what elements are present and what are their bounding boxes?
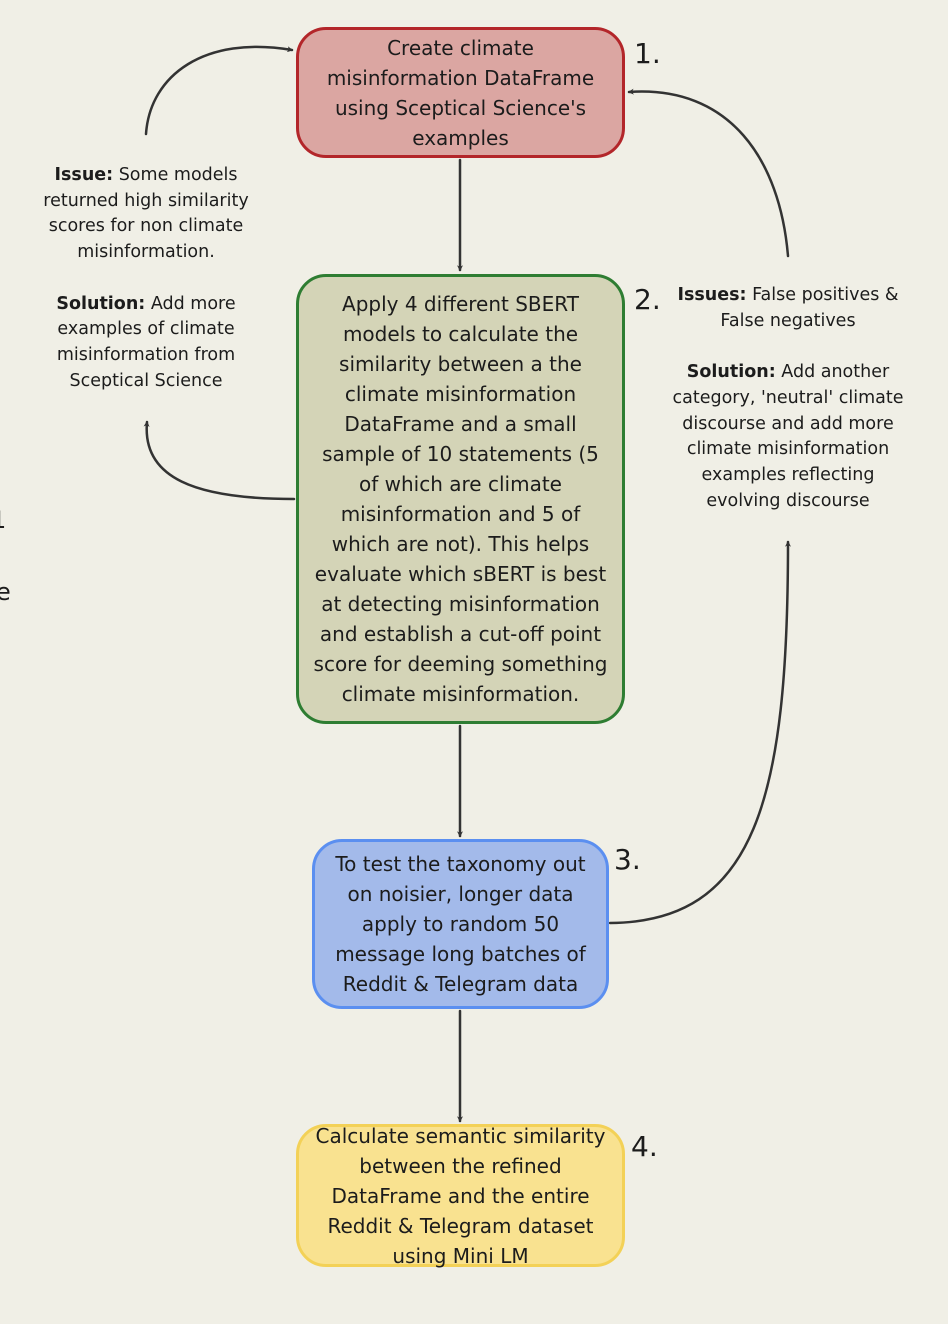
step-1-text: Create climate misinformation DataFrame … <box>326 35 595 150</box>
step-2-box: Apply 4 different SBERT models to calcul… <box>296 274 625 724</box>
arrow-step2-to-left-note <box>143 420 296 501</box>
right-solution-text: Add another category, 'neutral' climate … <box>672 362 904 511</box>
left-issue-text: Some models returned high similarity sco… <box>43 165 249 263</box>
right-solution-paragraph: Solution: Add another category, 'neutral… <box>672 360 904 514</box>
left-issue-paragraph: Issue: Some models returned high similar… <box>36 163 256 266</box>
step-4-text: Calculate semantic similarity between th… <box>315 1123 606 1268</box>
step-1-number: 1. <box>634 37 661 70</box>
step-1-box: Create climate misinformation DataFrame … <box>296 27 625 158</box>
left-solution-text: Add more examples of climate misinformat… <box>56 293 236 391</box>
right-issue-text: False positives & False negatives <box>720 285 899 331</box>
step-2-text: Apply 4 different SBERT models to calcul… <box>313 292 608 706</box>
arrow-step3-to-right-note <box>608 540 791 925</box>
left-solution-paragraph: Solution: Add more examples of climate m… <box>36 292 256 395</box>
left-solution-label: Solution: <box>56 293 146 314</box>
step-4-box: Calculate semantic similarity between th… <box>296 1124 625 1268</box>
right-issue-note: Issues: False positives & False negative… <box>672 283 904 514</box>
left-issue-label: Issue: <box>54 165 114 185</box>
right-issue-paragraph: Issues: False positives & False negative… <box>672 283 904 334</box>
left-issue-note: Issue: Some models returned high similar… <box>36 163 256 394</box>
step-3-text: To test the taxonomy out on noisier, lon… <box>335 852 586 996</box>
step-3-number: 3. <box>614 843 641 876</box>
right-issue-label: Issues: <box>677 285 747 305</box>
step-2-number: 2. <box>634 283 661 316</box>
step-3-box: To test the taxonomy out on noisier, lon… <box>312 839 609 1009</box>
arrow-left-note-to-step1 <box>144 45 294 136</box>
clipped-edge-text-1: 1 <box>0 506 6 534</box>
right-solution-label: Solution: <box>686 362 776 383</box>
step-4-number: 4. <box>631 1130 658 1163</box>
arrow-right-note-to-step1 <box>627 88 790 258</box>
clipped-edge-text-2: e <box>0 578 11 606</box>
